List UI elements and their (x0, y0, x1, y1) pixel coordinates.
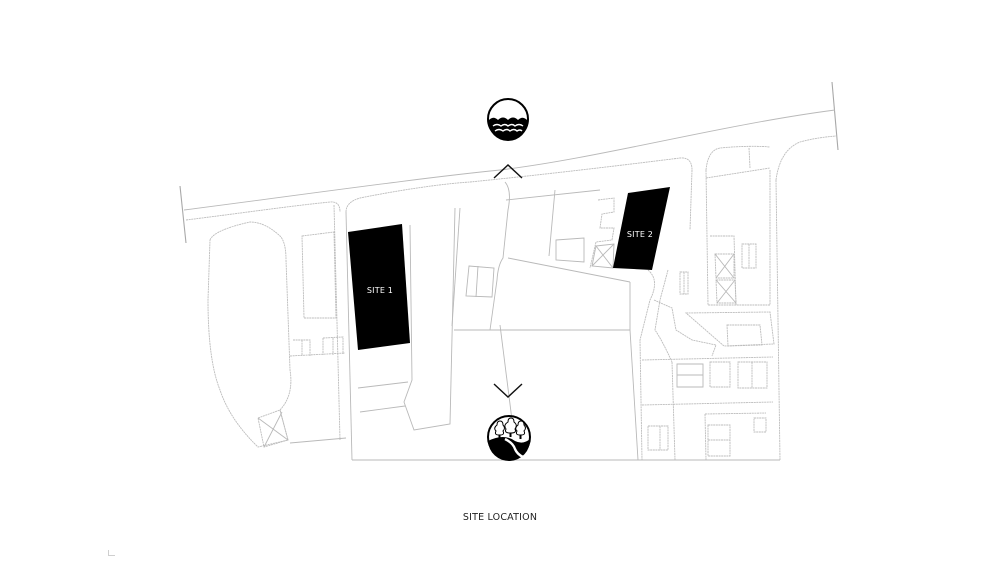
right-parcels (639, 269, 775, 461)
water-waves-icon (487, 98, 529, 141)
left-parcels (207, 204, 347, 448)
site-1[interactable]: SITE 1 (348, 224, 410, 350)
middle-parcels (465, 181, 639, 461)
top-right-parcels (689, 147, 781, 461)
map-caption: SITE LOCATION (462, 512, 538, 523)
site-1-label: SITE 1 (367, 286, 393, 295)
main-road (179, 81, 839, 244)
site-1-area (345, 207, 780, 461)
trees-hill-icon (487, 415, 531, 462)
site-2-label: SITE 2 (627, 230, 653, 239)
south-arrow-chevron-down-icon (493, 383, 523, 398)
corner-mark (108, 550, 115, 556)
north-arrow-chevron-up-icon (493, 164, 523, 179)
site-2[interactable]: SITE 2 (613, 187, 670, 270)
